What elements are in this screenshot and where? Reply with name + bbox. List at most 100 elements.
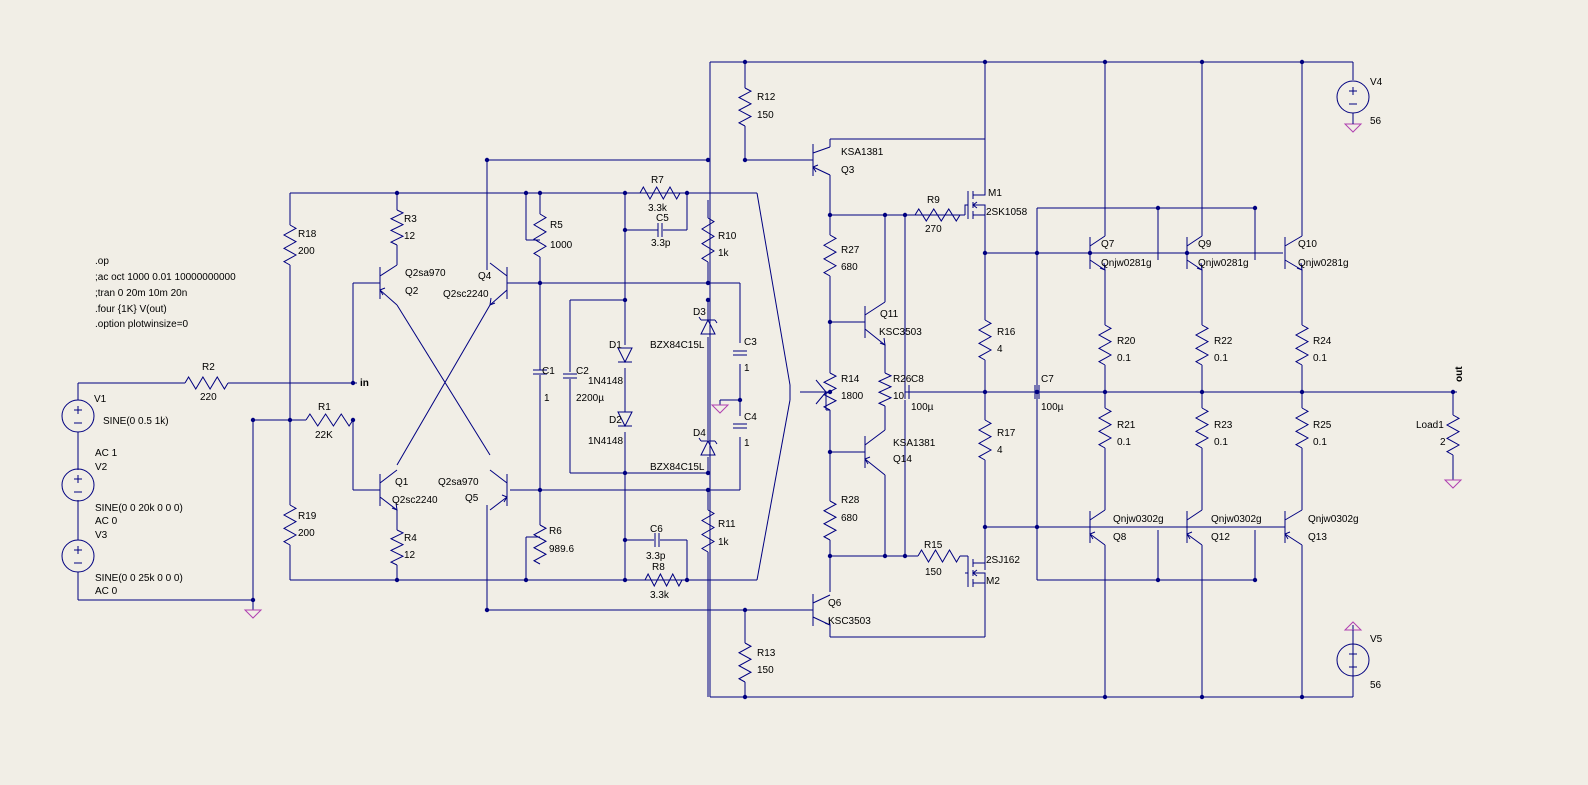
transistor-Q2-arrow [379,287,386,296]
label-C3-value: 1 [744,363,750,374]
transistor-Q14-collector [864,429,886,446]
label-R2-ref: R2 [202,362,215,373]
mosfet-M2-arrow [972,569,978,577]
label-C7-value: 100µ [1041,402,1064,413]
label-R8-ref: R8 [652,562,665,573]
label-C6-ref: C6 [650,524,663,535]
resistor-R11 [701,509,715,553]
mosfet-M2-leads [973,548,986,598]
label-D4-ref: D4 [693,428,706,439]
label-R27-ref: R27 [841,245,860,256]
label-R21-ref: R21 [1117,420,1136,431]
junction-dot-60 [250,597,256,603]
diode-D2 [617,411,633,428]
label-C1-value: 1 [544,393,550,404]
diode-D1 [617,347,633,364]
resistor-R27 [822,234,838,277]
junction-dot-36 [287,417,293,423]
label-R3-ref: R3 [404,214,417,225]
label-C2-value: 2200µ [576,393,604,404]
label-C3-ref: C3 [744,337,757,348]
resistor-R25 [1294,407,1310,449]
resistor-R24 [1294,324,1310,366]
transistor-Q13-emitter [1284,533,1303,546]
junction-dot-26 [1299,389,1305,395]
junction-dot-40 [394,577,400,583]
label-R28-ref: R28 [841,495,860,506]
resistor-R12 [737,87,753,127]
label-V1-value: SINE(0 0.5 1k) [103,416,169,427]
transistor-Q3-arrow [812,164,819,173]
junction-dot-0 [742,59,748,65]
transistor-Q14-arrow [864,456,871,465]
junction-dot-61 [484,157,490,163]
label-D3-value: BZX84C15L [650,340,705,351]
junction-dot-19 [827,389,833,395]
label-M2-value: 2SJ162 [986,555,1020,566]
transistor-Q6-collector [812,594,831,604]
junction-dot-35 [1034,524,1040,530]
label-R18-ref: R18 [298,229,317,240]
junction-dot-42 [537,190,543,196]
label-R10-ref: R10 [718,231,737,242]
label-R7-ref: R7 [651,175,664,186]
transistor-Q8-collector [1089,509,1106,521]
arrow-R14 [815,379,827,405]
label-R12-ref: R12 [757,92,776,103]
transistor-Q8-emitter [1089,533,1106,546]
wire-137 [756,192,791,386]
resistor-R8 [644,572,683,588]
capacitor-C2 [563,373,577,379]
label-V1-ac: AC 1 [95,448,118,459]
junction-dot-17 [827,319,833,325]
junction-dot-38 [350,417,356,423]
resistor-R17 [977,419,993,461]
label-Q13-ref: Q13 [1308,532,1327,543]
label-R5-ref: R5 [550,220,563,231]
junction-dot-46 [523,577,529,583]
junction-dot-18 [827,449,833,455]
junction-dots [250,59,1456,700]
junction-dot-29 [1184,250,1190,256]
label-R24-value: 0.1 [1313,353,1327,364]
ground-symbol-2 [710,404,730,414]
components [61,80,1463,697]
label-C2-ref: C2 [576,366,589,377]
transistor-Q14-emitter [864,458,886,476]
transistor-Q4-collector [489,262,508,277]
label-R4-value: 12 [404,550,416,561]
label-C4-ref: C4 [744,412,757,423]
capacitor-C3 [733,350,747,356]
label-Q8-ref: Q8 [1113,532,1127,543]
label-R3-value: 12 [404,231,416,242]
junction-dot-34 [1034,250,1040,256]
label-C8-ref: C8 [911,374,924,385]
label-Q10-value: Qnjw0281g [1298,258,1349,269]
label-R25-ref: R25 [1313,420,1332,431]
voltage-source-V4 [1336,80,1370,114]
resistor-R13 [737,642,753,683]
transistor-Q5-arrow [501,494,508,503]
label-R10-value: 1k [718,248,730,259]
label-R11-ref: R11 [718,519,736,530]
label-R6-ref: R6 [549,526,562,537]
wire-139 [756,399,791,581]
resistor-R10 [701,217,715,263]
junction-dot-59 [250,417,256,423]
label-V5-ref: V5 [1370,634,1383,645]
label-V3-ref: V3 [95,530,108,541]
junction-dot-50 [622,537,628,543]
junction-dot-43 [622,190,628,196]
voltage-source-V1 [61,399,95,433]
resistor-R9 [914,208,961,222]
transistor-Q12-arrow [1186,531,1193,540]
transistor-Q3-collector [812,146,831,154]
label-R9-value: 270 [925,224,942,235]
label-R17-ref: R17 [997,428,1016,439]
ground-symbol-V4 [1343,123,1363,133]
junction-dot-41 [523,190,529,196]
label-M1-value: 2SK1058 [986,207,1028,218]
junction-dot-45 [537,487,543,493]
junction-dot-6 [1102,694,1108,700]
mosfet-M1-arrow [972,201,978,209]
